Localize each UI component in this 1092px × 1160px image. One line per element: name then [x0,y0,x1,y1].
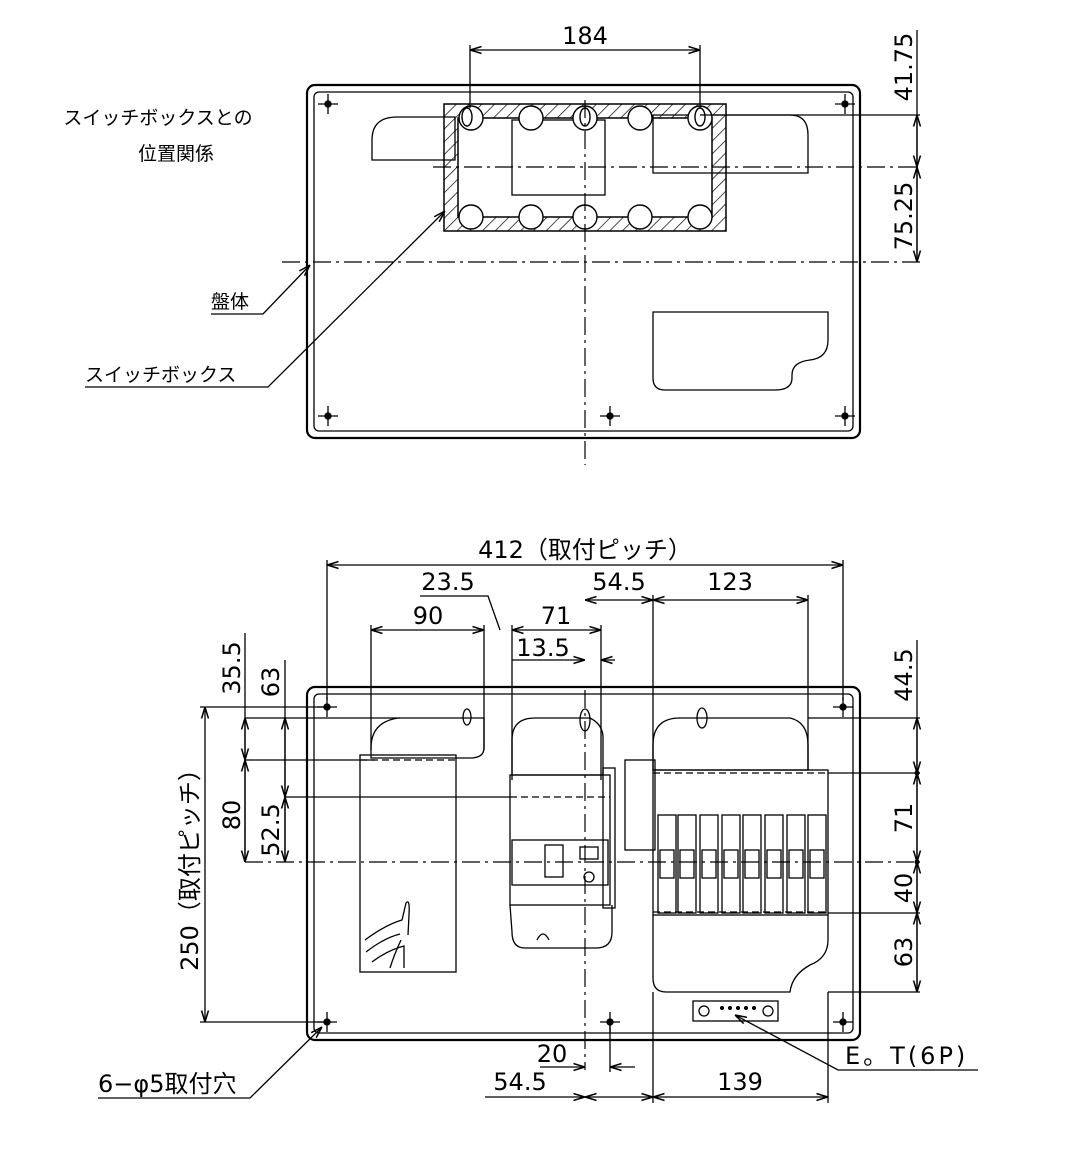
dim-80: 80 [218,800,246,831]
dim-412: 412（取付ピッチ） [478,536,692,564]
knockout-center [511,119,606,196]
dim-90: 90 [413,602,444,630]
dim-71-top: 71 [541,602,572,630]
dim-35-5: 35.5 [218,641,246,694]
dim-54-5-top: 54.5 [592,568,645,596]
dim-250: 250（取付ピッチ） [176,757,204,971]
knockout-left [371,116,456,161]
dim-184: 184 [562,22,608,50]
dim-52-5: 52.5 [257,803,285,856]
top-view: 184 41.75 75.25 スイッチボックスとの 位置関係 盤体 スイッチボ… [63,22,920,465]
front-view: 412（取付ピッチ） 90 23.5 71 13.5 54.5 123 250（… [98,536,978,1103]
earth-terminal [692,1000,779,1022]
dim-44-5: 44.5 [890,648,918,701]
wire-sketch [364,901,410,969]
mount-cross-icons [318,94,855,426]
label-panel: 盤体 [211,291,249,313]
front-panel-outer [305,685,862,1042]
dim-23-5: 23.5 [421,568,474,596]
left-cover-plate [359,754,457,973]
caption-line-2: 位置関係 [138,143,214,165]
dim-20: 20 [537,1040,568,1068]
label-et: E。T(6P) [845,1042,968,1070]
dim-13-5: 13.5 [516,634,569,662]
label-switchbox: スイッチボックス [85,364,236,386]
switch-box [443,103,727,232]
dim-54-5-bottom: 54.5 [493,1068,546,1096]
dim-139: 139 [717,1068,763,1096]
dim-41-75: 41.75 [890,33,918,102]
dim-63-left: 63 [257,667,285,698]
knockout-lower-right [652,311,829,391]
dim-123: 123 [707,568,753,596]
label-mounting-holes: 6−φ5取付穴 [98,1070,236,1098]
branch-breakers [652,769,829,916]
dim-40: 40 [890,873,918,904]
caption-line-1: スイッチボックスとの [63,107,252,129]
dim-71-right: 71 [890,803,918,834]
main-breaker [509,759,656,949]
dim-75-25: 75.25 [890,182,918,251]
dim-63-right: 63 [890,937,918,968]
front-panel-inner [313,693,854,1034]
knockout-right [652,114,809,174]
